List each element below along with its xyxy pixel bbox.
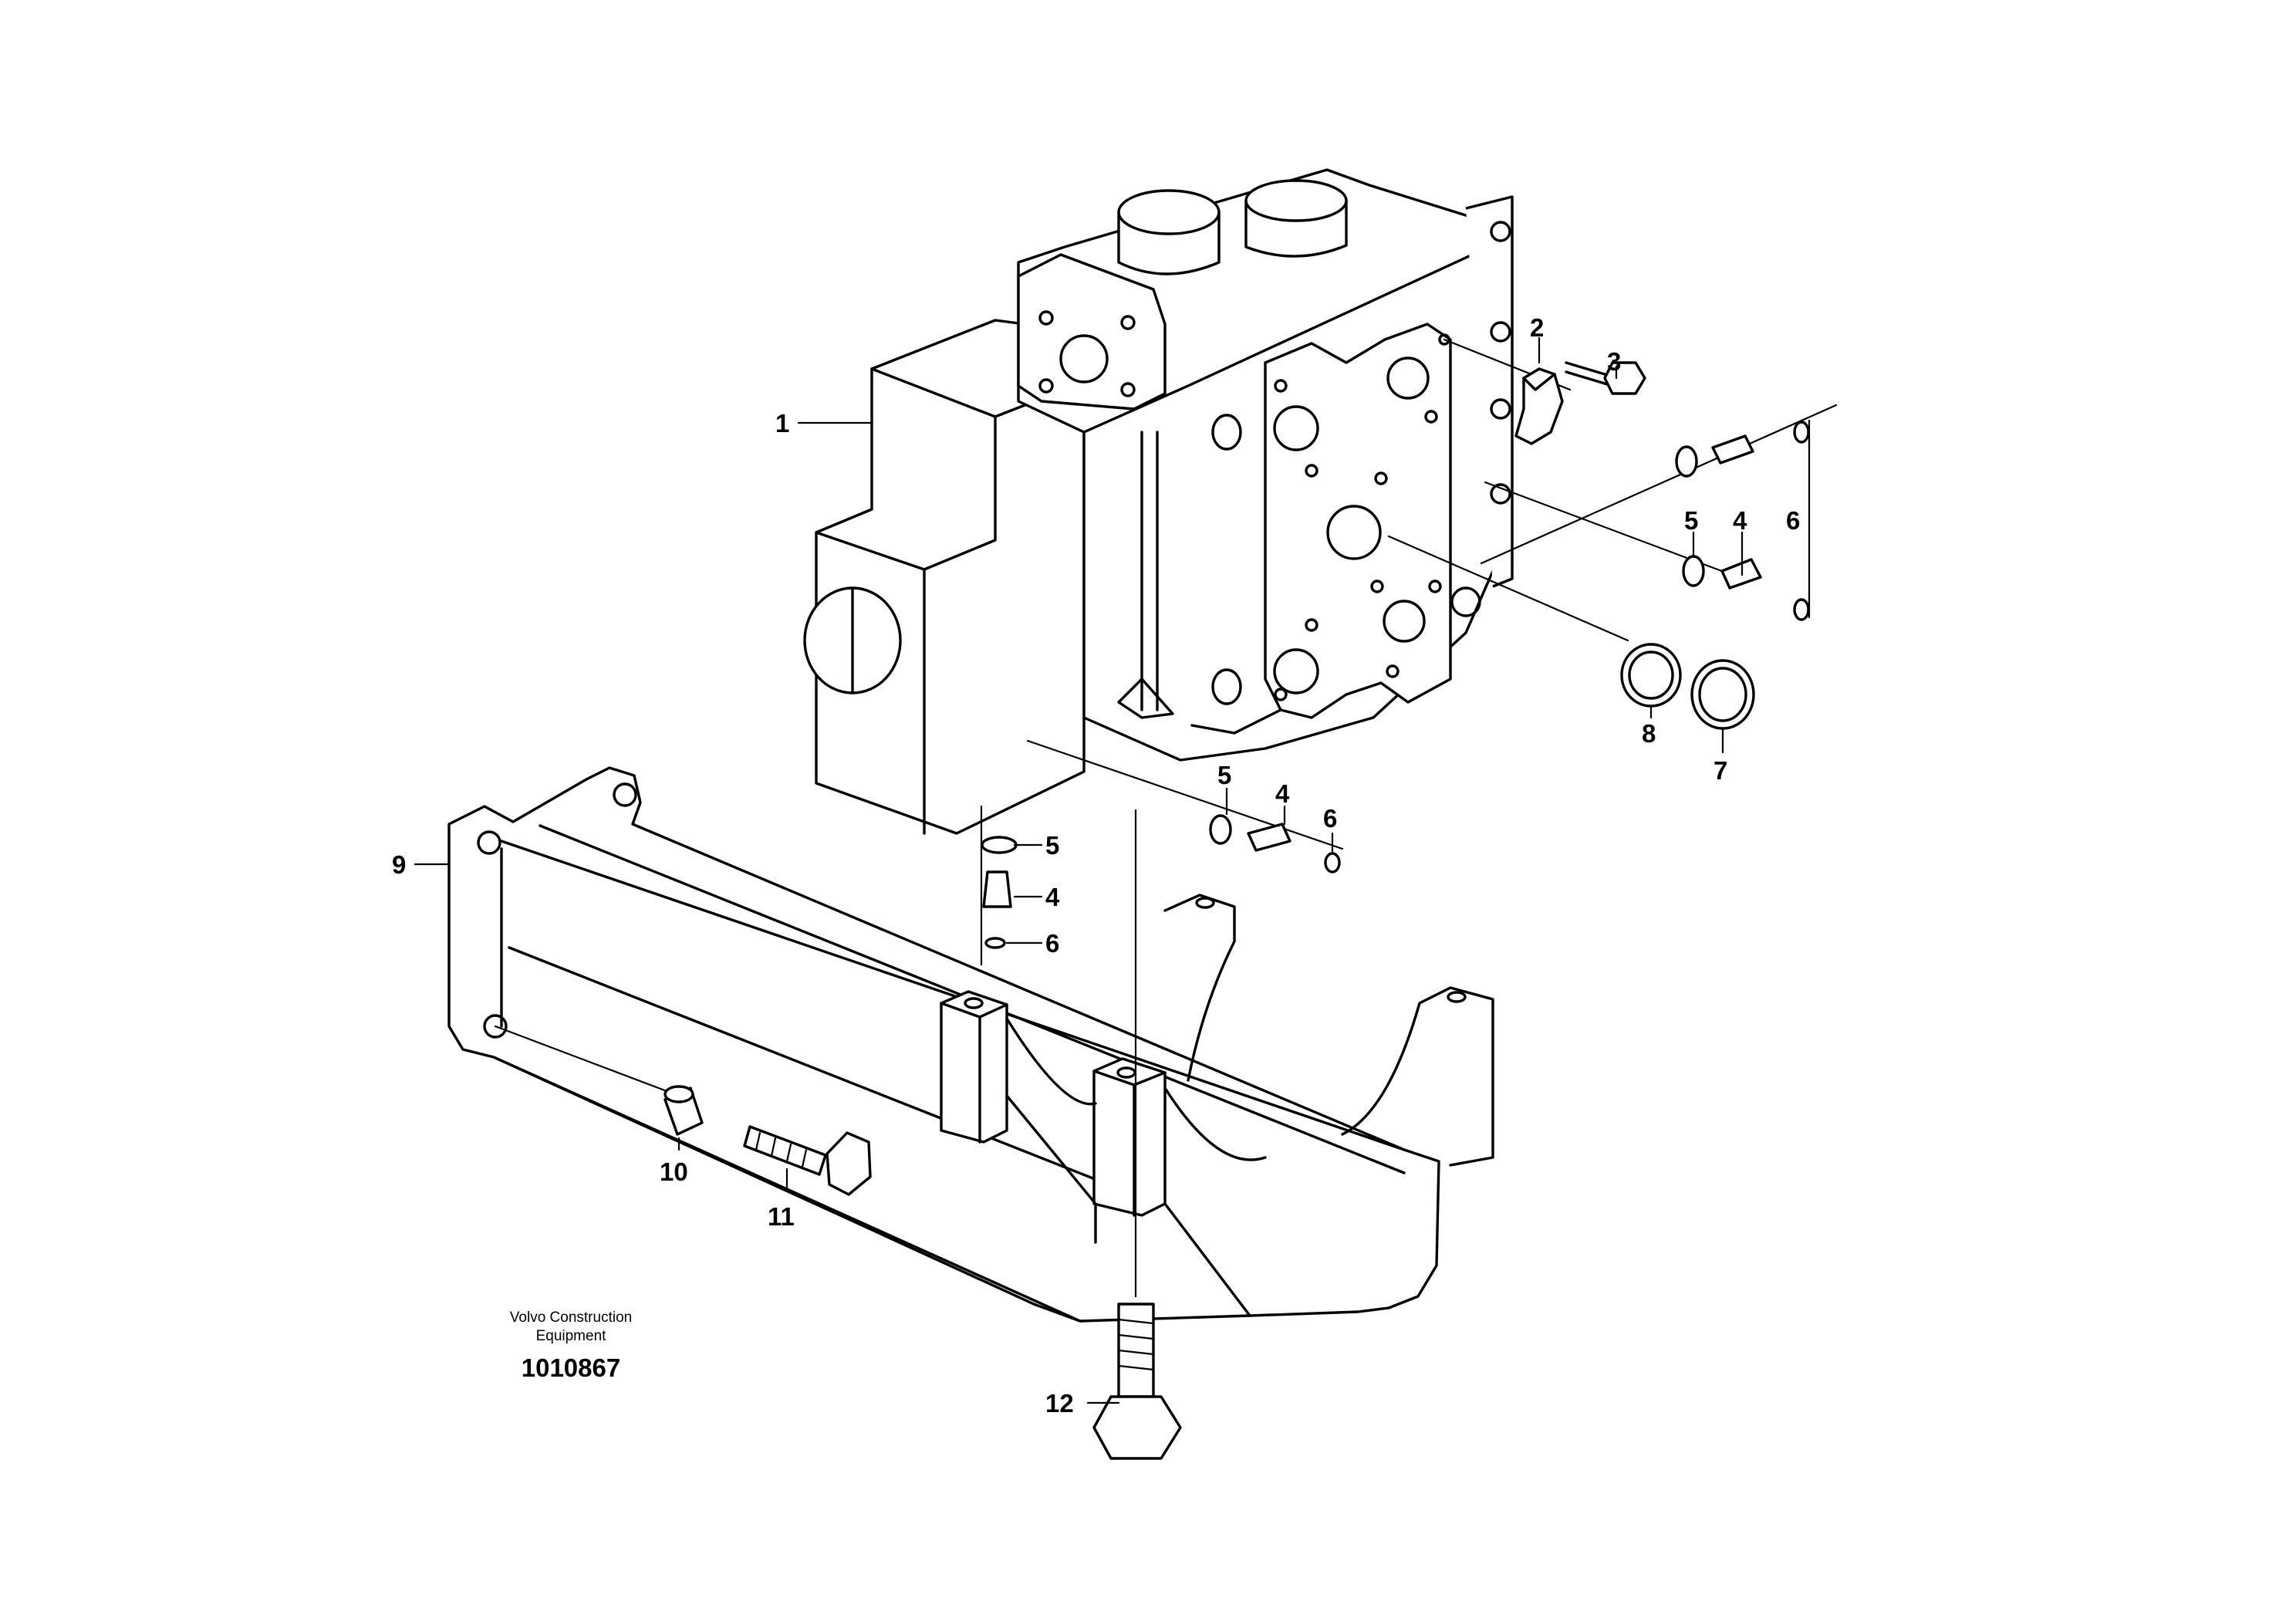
caption-line-2: Equipment xyxy=(535,1328,606,1344)
callout-4b: 4 xyxy=(1275,779,1290,808)
caption-line-1: Volvo Construction xyxy=(509,1309,633,1326)
callout-5c: 5 xyxy=(1045,831,1059,860)
callout-6a: 6 xyxy=(1786,506,1800,535)
callout-12: 12 xyxy=(1045,1389,1074,1418)
middle-fittings xyxy=(981,814,1341,949)
clamp-and-bolt xyxy=(1514,361,1646,445)
callout-3: 3 xyxy=(1607,347,1621,376)
callout-6c: 6 xyxy=(1045,929,1059,958)
callout-11: 11 xyxy=(768,1202,795,1231)
callout-7: 7 xyxy=(1714,756,1727,785)
mounting-bracket xyxy=(447,766,1494,1323)
callout-4a: 4 xyxy=(1733,506,1747,535)
callout-5b: 5 xyxy=(1217,761,1231,789)
drawing-number: 1010867 xyxy=(521,1353,621,1382)
callout-8: 8 xyxy=(1642,719,1656,748)
callout-6b: 6 xyxy=(1323,804,1337,833)
callout-1: 1 xyxy=(775,409,789,438)
lower-hardware xyxy=(663,1085,1182,1460)
callout-4c: 4 xyxy=(1045,883,1060,911)
valve-block xyxy=(803,168,1514,835)
callout-2: 2 xyxy=(1530,313,1544,342)
callout-9: 9 xyxy=(392,850,406,879)
callout-5a: 5 xyxy=(1684,506,1698,535)
drawing-caption: Volvo Construction Equipment 1010867 xyxy=(471,1309,671,1383)
callout-labels: 1 2 3 4 5 6 7 8 9 10 11 12 5 4 6 5 4 xyxy=(392,313,1800,1418)
callout-10: 10 xyxy=(660,1157,688,1186)
upper-right-fittings xyxy=(1620,421,1810,730)
